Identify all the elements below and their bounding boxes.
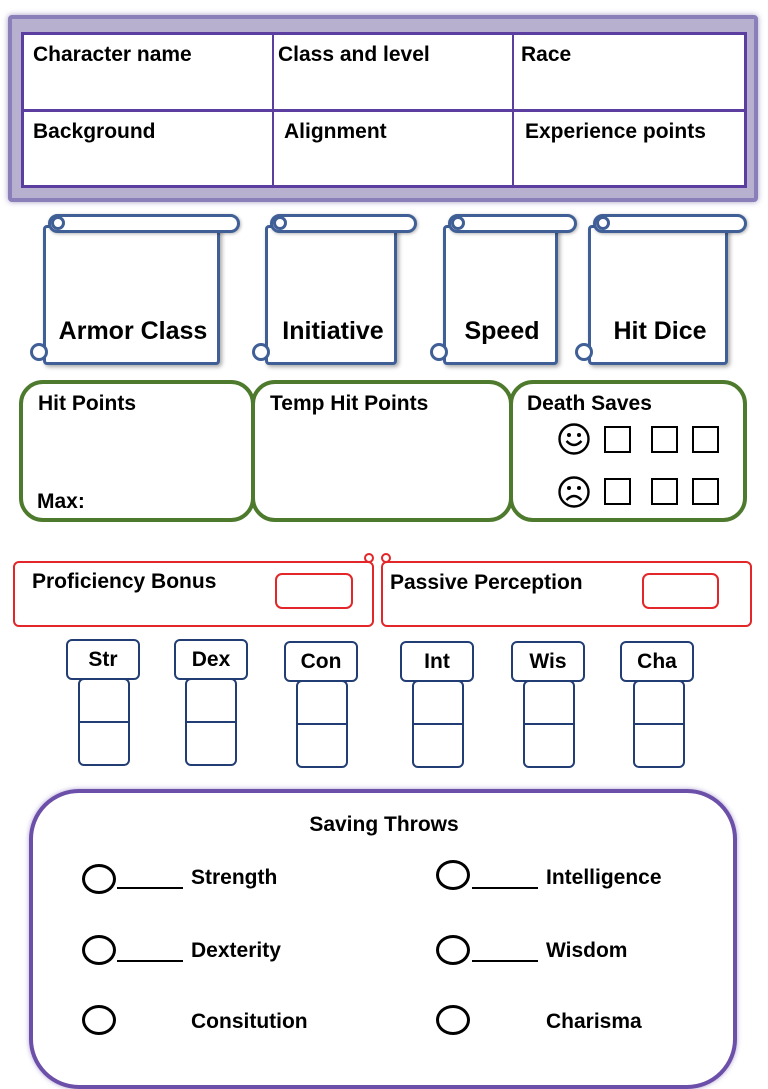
class-level-label: Class and level [278, 43, 430, 66]
divider [24, 109, 744, 112]
death-save-failure-1[interactable] [604, 478, 631, 505]
ability-label: Con [284, 641, 358, 682]
death-save-failure-2[interactable] [651, 478, 678, 505]
scroll-top [270, 214, 417, 233]
constitution-label: Consitution [191, 1010, 308, 1033]
scroll-curl [30, 343, 48, 361]
ability-label: Wis [511, 641, 585, 682]
experience-label: Experience points [525, 120, 706, 143]
ability-label: Dex [174, 639, 248, 680]
charisma-label: Charisma [546, 1010, 642, 1033]
ability-score-box[interactable] [523, 680, 575, 768]
intelligence-label: Intelligence [546, 866, 662, 889]
scroll-curl [575, 343, 593, 361]
ability-label: Cha [620, 641, 694, 682]
scroll-curl [381, 553, 391, 563]
hit-dice-label: Hit Dice [613, 317, 707, 345]
wisdom-proficiency-toggle[interactable] [436, 935, 470, 965]
scroll-top [48, 214, 240, 233]
class-level-field[interactable]: Class and level [274, 35, 512, 109]
death-save-success-1[interactable] [604, 426, 631, 453]
background-field[interactable]: Background [24, 112, 272, 185]
ability-score-box[interactable] [296, 680, 348, 768]
background-label: Background [33, 120, 156, 143]
saving-throws-title: Saving Throws [309, 813, 459, 836]
character-name-field[interactable]: Character name [24, 35, 272, 109]
ability-score-box[interactable] [412, 680, 464, 768]
temp-hit-points-box[interactable] [251, 380, 513, 522]
scroll-curl [252, 343, 270, 361]
scroll-top [448, 214, 577, 233]
dexterity-proficiency-toggle[interactable] [82, 935, 116, 965]
frowning-face-icon [558, 476, 590, 508]
alignment-label: Alignment [284, 120, 387, 143]
wisdom-value-line[interactable] [472, 960, 538, 962]
smiling-face-icon [558, 423, 590, 455]
ability-score-box[interactable] [185, 678, 237, 766]
scroll-curl [451, 216, 465, 230]
experience-field[interactable]: Experience points [514, 112, 744, 185]
strength-label: Strength [191, 866, 278, 889]
death-saves-label: Death Saves [527, 392, 652, 415]
intelligence-value-line[interactable] [472, 887, 538, 889]
charisma-proficiency-toggle[interactable] [436, 1005, 470, 1035]
ability-score-box[interactable] [78, 678, 130, 766]
scroll-curl [51, 216, 65, 230]
intelligence-proficiency-toggle[interactable] [436, 860, 470, 890]
death-save-success-3[interactable] [692, 426, 719, 453]
ability-label: Int [400, 641, 474, 682]
ability-label: Str [66, 639, 140, 680]
passive-perception-input[interactable] [642, 573, 719, 609]
constitution-proficiency-toggle[interactable] [82, 1005, 116, 1035]
alignment-field[interactable]: Alignment [274, 112, 512, 185]
scroll-curl [273, 216, 287, 230]
race-label: Race [521, 43, 572, 66]
dexterity-label: Dexterity [191, 939, 281, 962]
scroll-top [593, 214, 747, 233]
passive-perception-label: Passive Perception [390, 571, 583, 594]
proficiency-bonus-label: Proficiency Bonus [32, 570, 217, 593]
ability-score-box[interactable] [633, 680, 685, 768]
hit-points-label: Hit Points [38, 392, 136, 415]
strength-proficiency-toggle[interactable] [82, 864, 116, 894]
speed-label: Speed [464, 317, 540, 345]
max-hit-points-label: Max: [37, 490, 85, 513]
character-info-table: Character name Class and level Race Back… [21, 32, 747, 188]
initiative-label: Initiative [282, 317, 384, 345]
proficiency-bonus-input[interactable] [275, 573, 353, 609]
death-save-failure-3[interactable] [692, 478, 719, 505]
wisdom-label: Wisdom [546, 939, 628, 962]
race-field[interactable]: Race [514, 35, 744, 109]
death-save-success-2[interactable] [651, 426, 678, 453]
character-name-label: Character name [33, 43, 192, 66]
scroll-curl [596, 216, 610, 230]
scroll-curl [430, 343, 448, 361]
scroll-curl [364, 553, 374, 563]
strength-value-line[interactable] [117, 887, 183, 889]
dexterity-value-line[interactable] [117, 960, 183, 962]
hit-points-box[interactable] [19, 380, 255, 522]
temp-hit-points-label: Temp Hit Points [270, 392, 429, 415]
armor-class-label: Armor Class [58, 317, 208, 345]
